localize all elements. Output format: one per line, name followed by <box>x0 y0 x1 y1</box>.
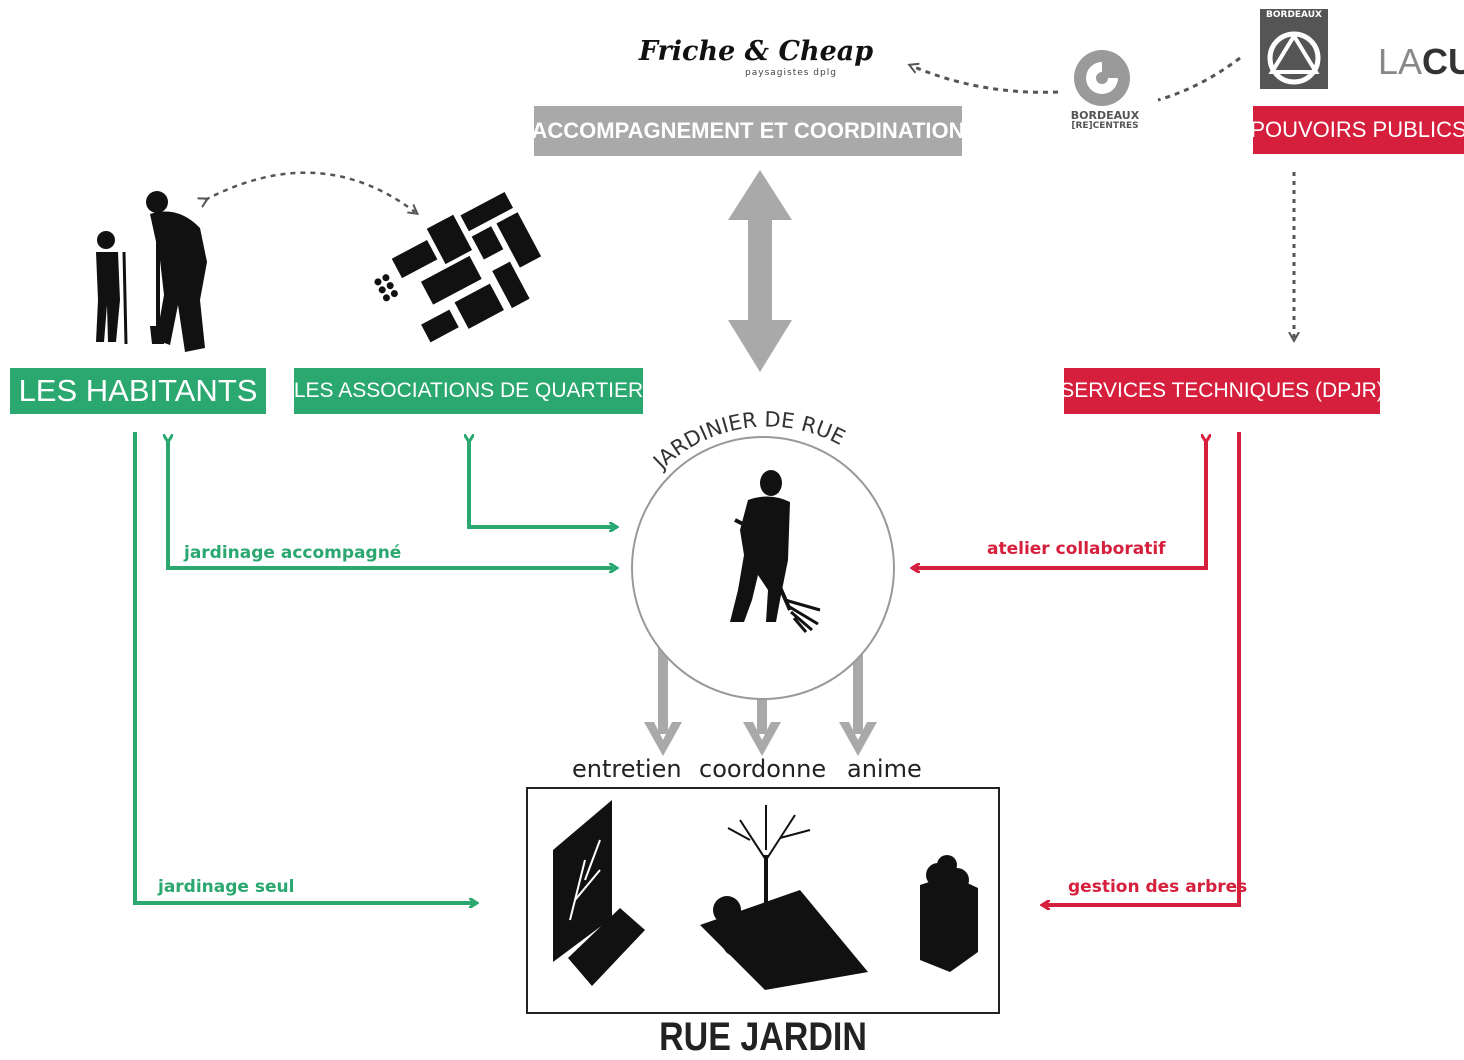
lacub-la: LA <box>1378 41 1423 82</box>
neighborhood-map-icon <box>374 191 542 343</box>
recentres-line1: BORDEAUX <box>1070 109 1140 122</box>
atelier-collaboratif-arrow <box>914 440 1206 568</box>
bordeaux-recentres-logo <box>1074 50 1130 106</box>
services-techniques-box: SERVICES TECHNIQUES (DPJR) <box>1060 368 1384 414</box>
bordeaux-city-logo <box>1260 9 1328 89</box>
planter-box-icon <box>920 855 978 972</box>
associations-to-gardener-arrow <box>469 440 615 527</box>
bordeaux-recentres-text: BORDEAUX [RE]CENTRES <box>1060 110 1150 132</box>
habitants-people-icon <box>96 191 207 352</box>
jardinage-seul-arrow <box>133 432 475 903</box>
pouvoirs-publics-box: POUVOIRS PUBLICS <box>1250 106 1464 154</box>
habitants-box: LES HABITANTS <box>10 368 266 414</box>
gestion-des-arbres-arrow <box>1044 432 1241 905</box>
entretien-label: entretien <box>572 755 682 783</box>
anime-label: anime <box>847 755 922 783</box>
lacub-logo: LACUB <box>1378 42 1464 82</box>
coordonne-label: coordonne <box>699 755 827 783</box>
green-wall-icon <box>553 800 645 986</box>
bordeaux-logo-label: BORDEAUX <box>1266 10 1322 20</box>
friche-cheap-title: Friche & Cheap <box>638 36 874 67</box>
bordeaux-to-recentres-dashed-line <box>1157 56 1241 102</box>
friche-cheap-subtitle: paysagistes dplg <box>745 68 837 78</box>
recentres-line2: [RE]CENTRES <box>1071 121 1139 131</box>
atelier-collaboratif-label: atelier collaboratif <box>987 539 1166 559</box>
jardinage-accompagne-label: jardinage accompagné <box>184 543 402 563</box>
coordination-double-arrow <box>728 170 792 372</box>
anime-arrow <box>839 634 877 756</box>
habitants-associations-dashed-arrow <box>205 171 415 212</box>
lacub-cub: CUB <box>1422 41 1464 82</box>
tree-planter-icon <box>700 805 868 990</box>
jardinage-seul-label: jardinage seul <box>158 877 295 897</box>
rue-jardin-title: RUE JARDIN <box>659 1015 867 1059</box>
friche-cheap-logo: Friche & Cheap paysagistes dplg <box>636 36 876 78</box>
jardinage-accompagne-arrow <box>168 440 615 568</box>
gardener-icon <box>730 470 821 633</box>
gestion-des-arbres-label: gestion des arbres <box>1068 877 1248 897</box>
associations-box: LES ASSOCIATIONS DE QUARTIER <box>294 368 643 414</box>
accompagnement-box: ACCOMPAGNEMENT ET COORDINATION <box>531 106 965 156</box>
entretien-arrow <box>644 634 682 756</box>
recentres-to-friche-dashed-arrow <box>912 66 1059 94</box>
